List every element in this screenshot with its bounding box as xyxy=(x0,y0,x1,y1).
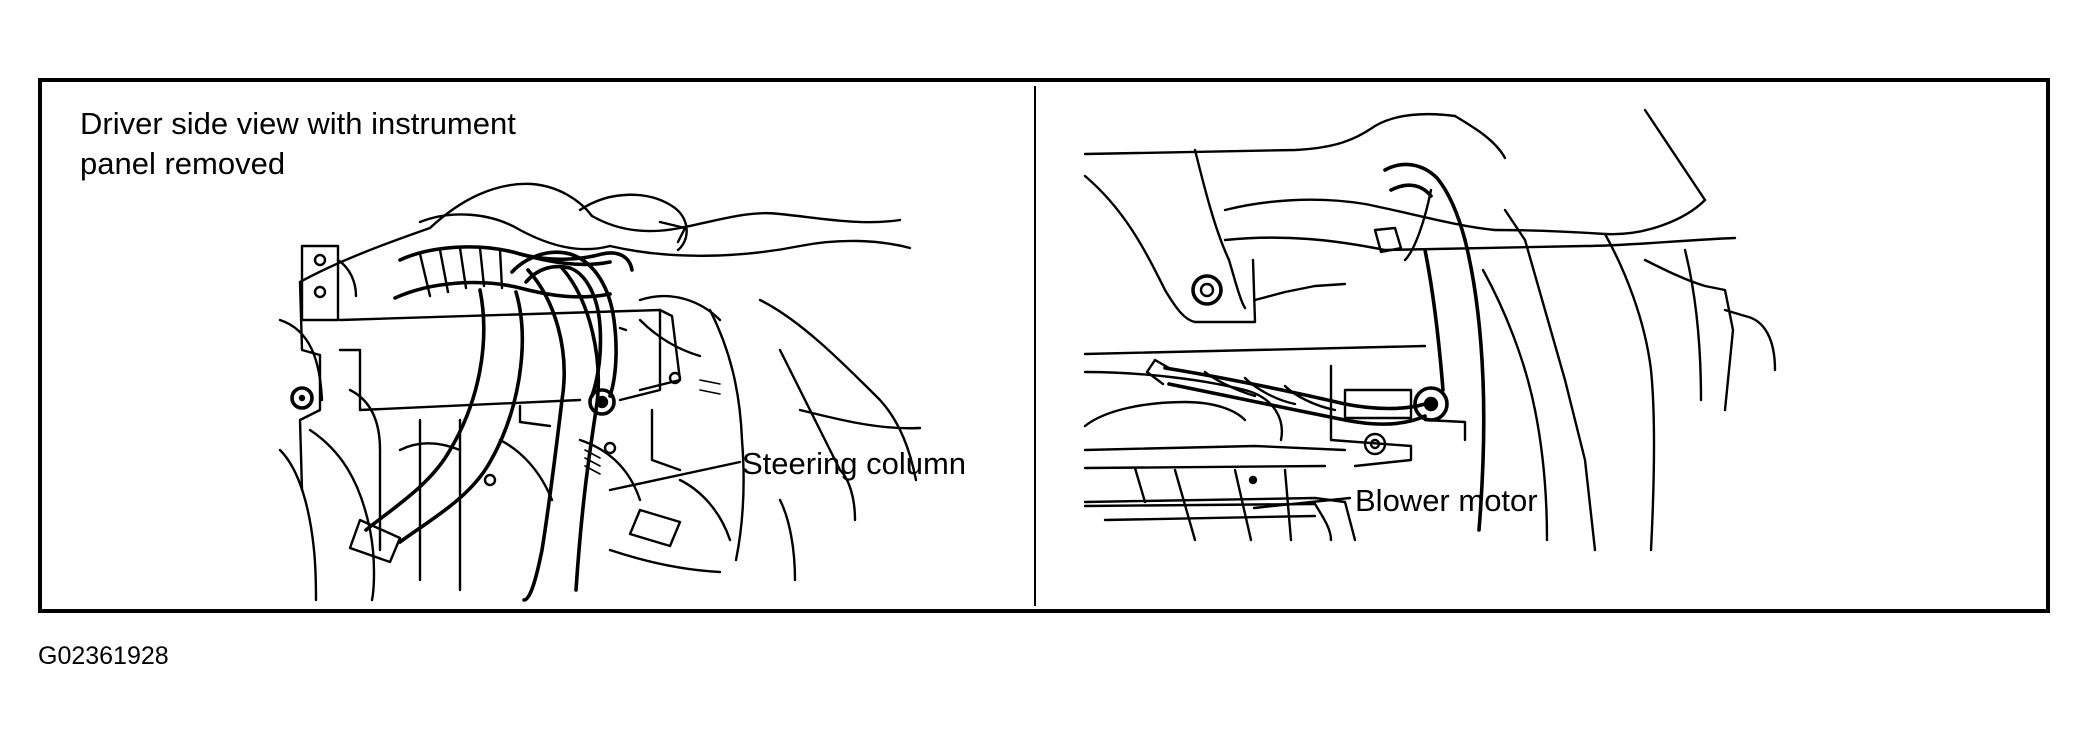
panel-divider xyxy=(1034,86,1036,606)
panel-caption: Driver side view with instrument panel r… xyxy=(80,106,516,181)
driver-side-illustration xyxy=(278,182,922,602)
figure-frame xyxy=(38,78,2050,613)
blower-motor-label: Blower motor xyxy=(1355,483,1538,518)
blower-motor-leader xyxy=(1252,496,1352,510)
steering-column-label: Steering column xyxy=(742,446,967,481)
figure-id: G02361928 xyxy=(38,642,169,670)
steering-column-leader xyxy=(608,460,742,492)
blower-motor-illustration xyxy=(1083,108,1777,552)
